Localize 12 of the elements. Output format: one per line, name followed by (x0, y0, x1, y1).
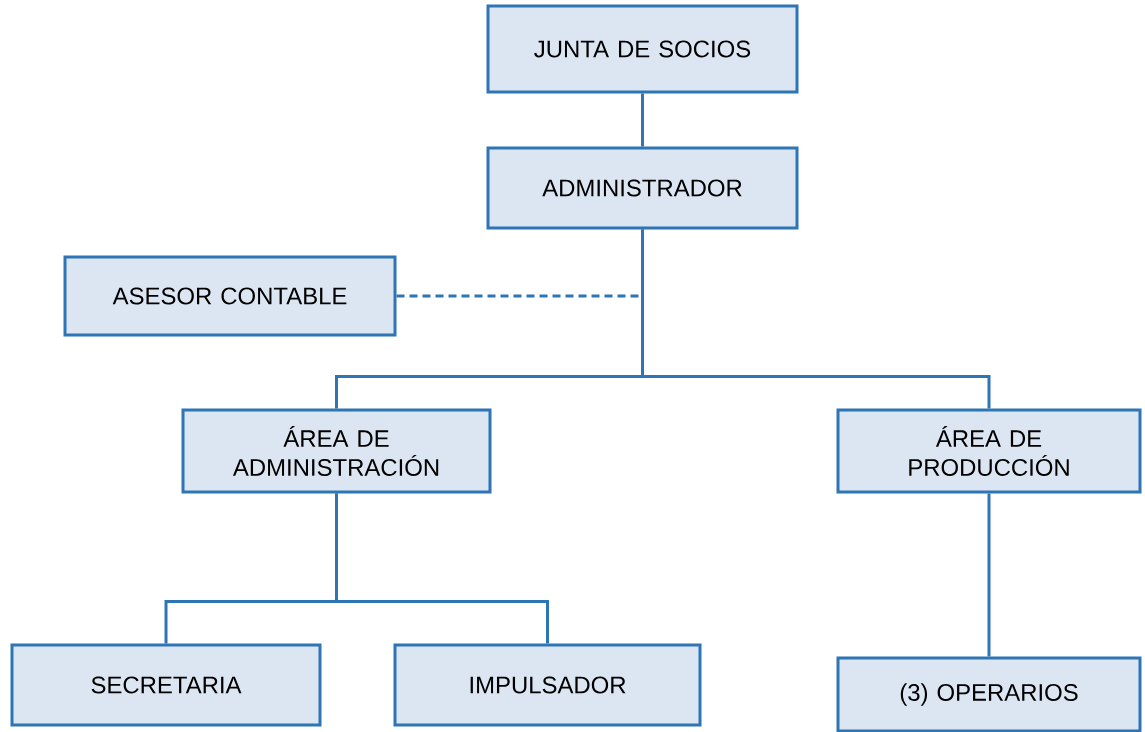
org-box: JUNTA DE SOCIOS (486, 4, 799, 94)
org-box: ADMINISTRADOR (486, 146, 799, 230)
org-box: SECRETARIA (10, 643, 322, 727)
org-box: IMPULSADOR (393, 643, 702, 727)
connector-line (335, 493, 549, 644)
connector-line (987, 493, 991, 657)
connector-line (641, 229, 991, 409)
connector-line (641, 93, 644, 147)
org-box: ÁREA DE PRODUCCIÓN (836, 408, 1142, 494)
org-box: ASESOR CONTABLE (63, 255, 397, 337)
org-box: ÁREA DE ADMINISTRACIÓN (181, 408, 492, 494)
org-box: (3) OPERARIOS (836, 656, 1142, 732)
